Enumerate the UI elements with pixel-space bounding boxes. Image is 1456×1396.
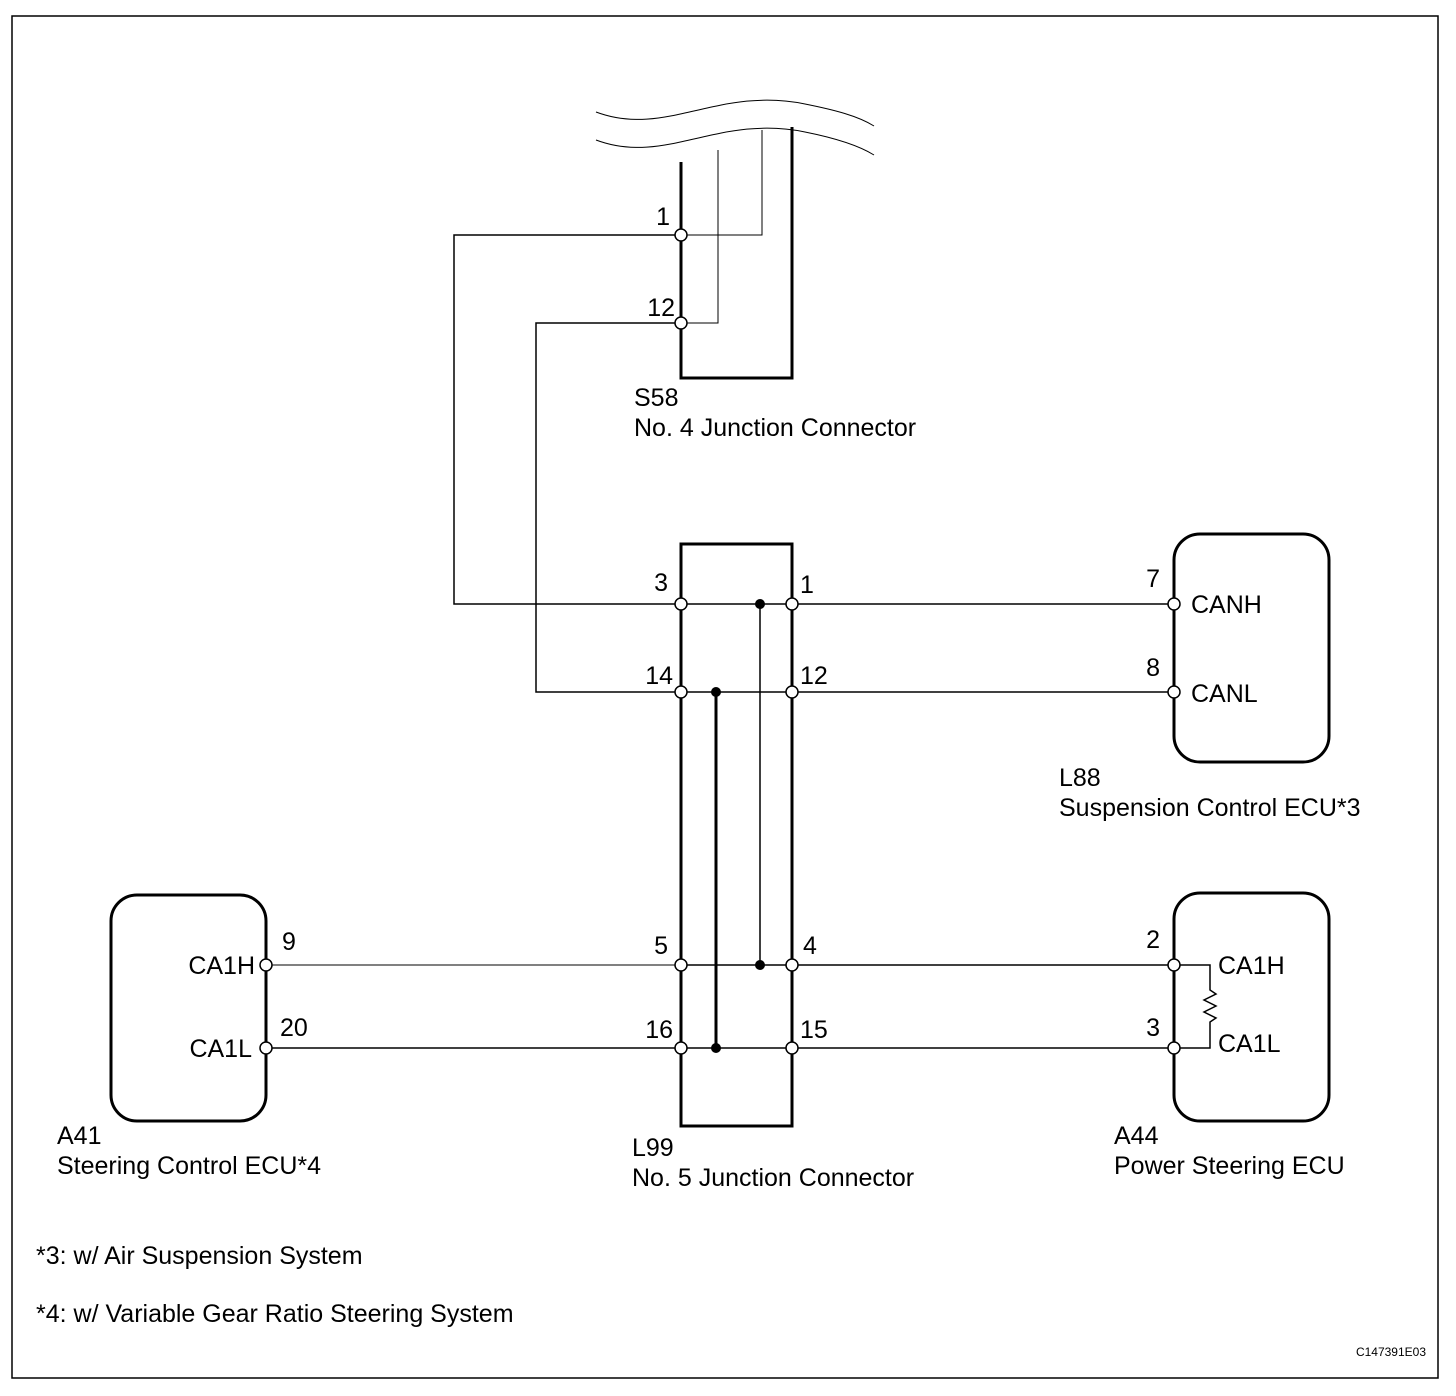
pin-label: 5 [654, 932, 668, 960]
pin-label: 16 [645, 1016, 673, 1044]
a44-name: Power Steering ECU [1114, 1152, 1345, 1180]
terminal-l88-8 [1167, 685, 1181, 699]
pin-label: 2 [1146, 926, 1160, 954]
pin-label: 7 [1146, 565, 1160, 593]
wire-s58-1-to-l99-3 [453, 234, 681, 605]
a44-signal: CA1H [1218, 952, 1285, 980]
footnote: *4: w/ Variable Gear Ratio Steering Syst… [36, 1300, 514, 1328]
pin-label: 14 [645, 662, 673, 690]
terminal-l99-4 [785, 958, 799, 972]
a41-signal: CA1L [189, 1035, 252, 1063]
pin-label: 8 [1146, 654, 1160, 682]
terminal-s58-1 [674, 228, 688, 242]
a44-terminating-resistor [1174, 964, 1218, 1049]
pin-label: 4 [803, 932, 817, 960]
pin-label: 20 [280, 1014, 308, 1042]
l88-signal: CANL [1191, 680, 1258, 708]
s58-code: S58 [634, 384, 678, 412]
terminal-l99-5 [674, 958, 688, 972]
a44-code: A44 [1114, 1122, 1159, 1150]
pin-label: 15 [800, 1016, 828, 1044]
terminal-l99-12 [785, 685, 799, 699]
terminal-l99-1 [785, 597, 799, 611]
terminal-a41-20 [259, 1041, 273, 1055]
a41-code: A41 [57, 1122, 101, 1150]
splice-dot-low-top [711, 687, 721, 697]
l99-name: No. 5 Junction Connector [632, 1164, 914, 1192]
terminal-a44-2 [1167, 958, 1181, 972]
wire-s58-12-to-l99-14 [535, 322, 681, 693]
l88-signal: CANH [1191, 591, 1262, 619]
pin-label: 1 [800, 571, 814, 599]
pin-label: 9 [282, 928, 296, 956]
a41-name: Steering Control ECU*4 [57, 1152, 321, 1180]
s58-wire-pin1 [681, 130, 763, 236]
splice-dot-low-bottom [711, 1043, 721, 1053]
terminal-s58-12 [674, 316, 688, 330]
diagram-frame [11, 15, 1439, 1379]
figure-code: C147391E03 [1356, 1345, 1426, 1359]
l99-code: L99 [632, 1134, 674, 1162]
s58-connector-body [679, 127, 794, 380]
l88-ecu-box [1172, 532, 1331, 764]
pin-label: 3 [1146, 1014, 1160, 1042]
a41-ecu-box [109, 893, 268, 1123]
footnote: *3: w/ Air Suspension System [36, 1242, 363, 1270]
terminal-l99-16 [674, 1041, 688, 1055]
terminal-a41-9 [259, 958, 273, 972]
terminal-l88-7 [1167, 597, 1181, 611]
splice-dot-high-bottom [755, 960, 765, 970]
pin-label: 12 [647, 294, 675, 322]
a44-ecu-box [1172, 891, 1331, 1123]
s58-name: No. 4 Junction Connector [634, 414, 916, 442]
a44-signal: CA1L [1218, 1030, 1281, 1058]
terminal-l99-15 [785, 1041, 799, 1055]
terminal-a44-3 [1167, 1041, 1181, 1055]
pin-label: 3 [654, 569, 668, 597]
l88-code: L88 [1059, 764, 1101, 792]
pin-label: 1 [656, 203, 670, 231]
pin-label: 12 [800, 662, 828, 690]
l88-name: Suspension Control ECU*3 [1059, 794, 1361, 822]
terminal-l99-3 [674, 597, 688, 611]
harness-break [595, 99, 875, 156]
a41-signal: CA1H [188, 952, 255, 980]
splice-dot-high-top [755, 599, 765, 609]
l99-connector-body [679, 542, 794, 1128]
s58-wire-pin12 [681, 150, 719, 324]
terminal-l99-14 [674, 685, 688, 699]
